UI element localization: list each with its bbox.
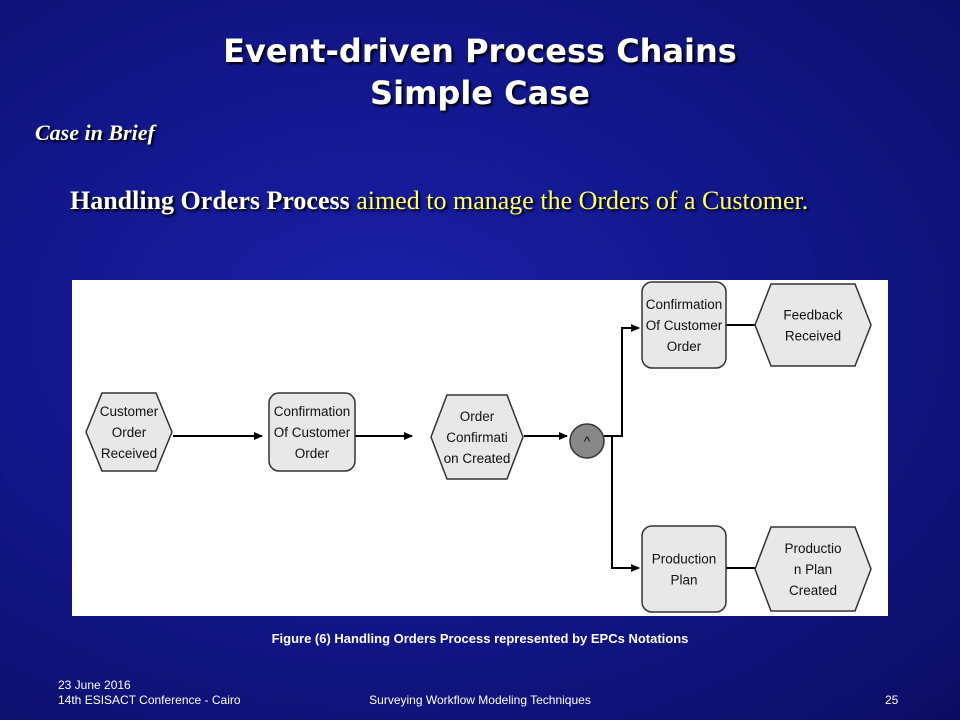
node-label-line: Of Customer — [646, 318, 723, 333]
figure-caption: Figure (6) Handling Orders Process repre… — [271, 631, 689, 646]
node-label-line: Customer — [100, 404, 159, 419]
footer-conference: 14th ESISACT Conference - Cairo — [58, 693, 241, 707]
and-connector-label: ^ — [584, 434, 591, 449]
node-label-line: Confirmation — [274, 404, 351, 419]
section-subtitle: Case in Brief — [35, 120, 155, 145]
footer-topic: Surveying Workflow Modeling Techniques — [369, 693, 591, 707]
node-label-line: Received — [785, 329, 841, 344]
footer-date: 23 June 2016 — [58, 678, 131, 692]
footer-page-number: 25 — [885, 693, 899, 707]
slide-title-line2: Simple Case — [370, 74, 590, 112]
node-label-line: Received — [101, 446, 157, 461]
lead-rest-text: aimed to manage the Orders of a Customer… — [349, 186, 809, 215]
node-label-line: Order — [667, 339, 702, 354]
node-label-line: Of Customer — [274, 425, 351, 440]
node-label-line: on Created — [444, 451, 511, 466]
node-label-line: Order — [460, 409, 495, 424]
lead-paragraph: Handling Orders Process aimed to manage … — [70, 188, 870, 214]
edge-and-f2 — [604, 324, 640, 437]
node-label-line: Productio — [784, 541, 841, 556]
lead-bold-text: Handling Orders Process — [70, 186, 350, 215]
node-label-line: Order — [295, 446, 330, 461]
node-label-line: Created — [789, 583, 837, 598]
node-label-line: Confirmation — [646, 297, 723, 312]
slide-title-line1: Event-driven Process Chains — [223, 32, 737, 70]
node-label-line: n Plan — [794, 562, 832, 577]
node-label-line: Plan — [670, 573, 697, 588]
edge-and-f3 — [604, 435, 640, 572]
node-label-line: Feedback — [783, 308, 843, 323]
node-label-line: Confirmati — [446, 430, 508, 445]
node-label-line: Order — [112, 425, 147, 440]
and-connector-and: ^ — [569, 423, 605, 459]
node-label-line: Production — [652, 552, 717, 567]
